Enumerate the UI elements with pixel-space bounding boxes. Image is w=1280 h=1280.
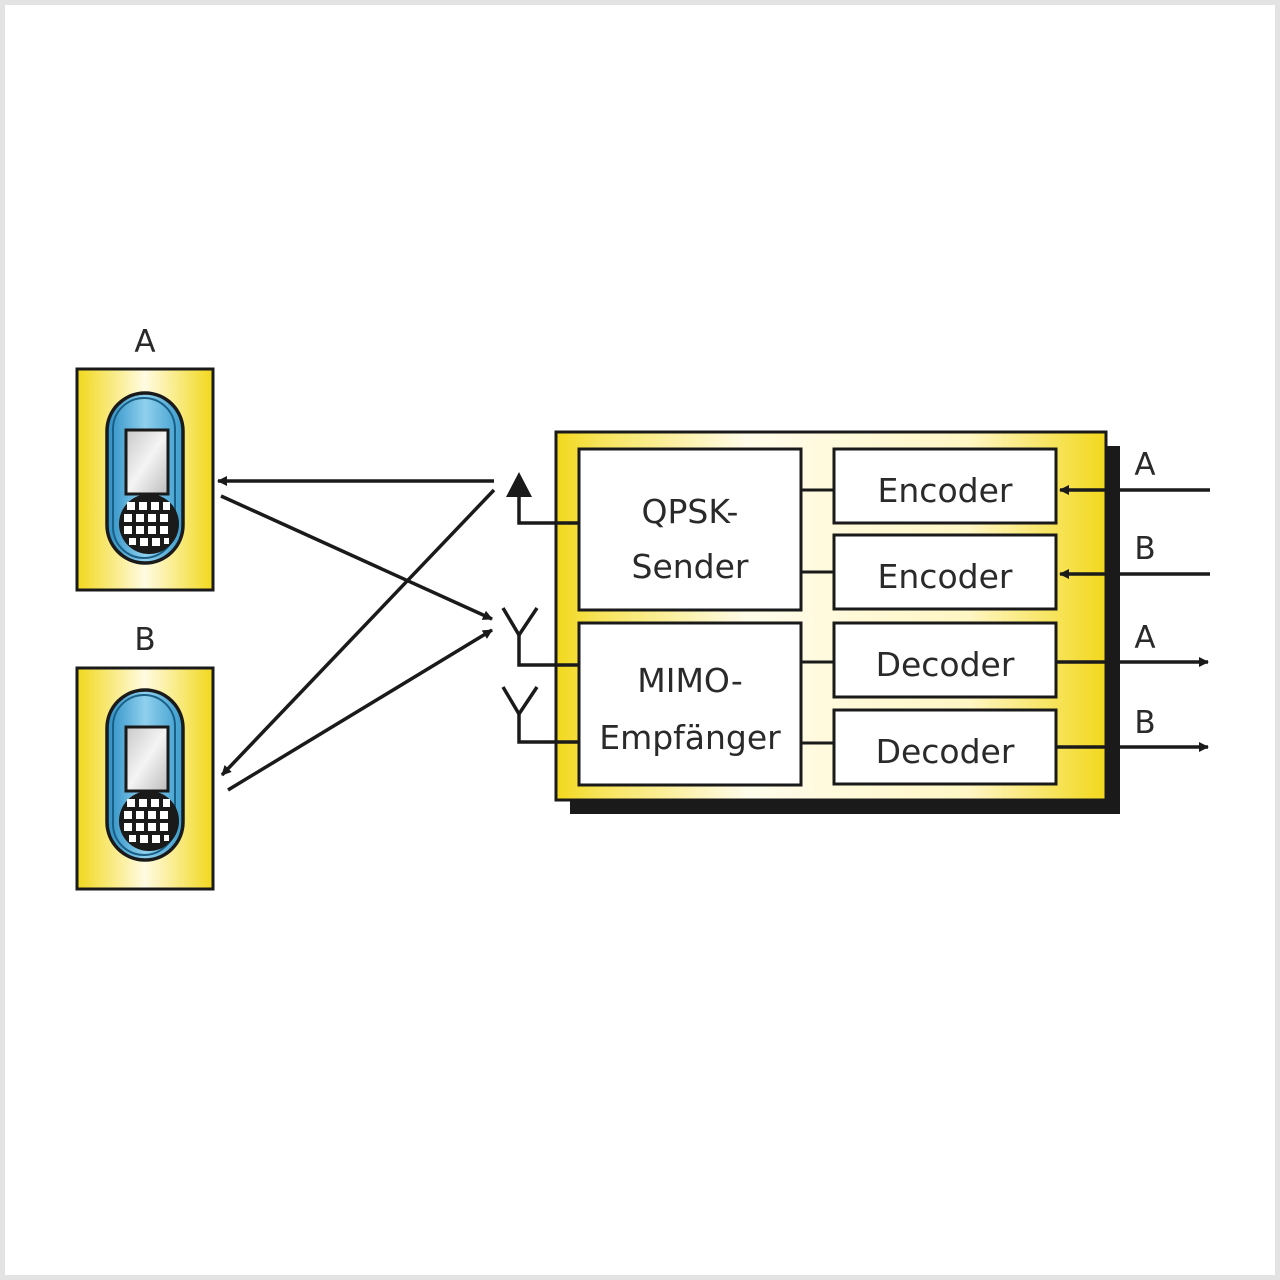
antennas [501,472,579,744]
output-a-label: A [1134,620,1155,656]
qpsk-sender-line2: Sender [632,547,749,586]
decoder-a-label: Decoder [876,645,1015,684]
internal-connectors [801,488,834,745]
phone-a: A [75,324,215,592]
radio-links [217,476,496,792]
encoder-b-label: Encoder [878,557,1013,596]
link-tx-to-phone-b [220,488,496,777]
transceiver-unit: QPSK- Sender MIMO- Empfänger Encoder Enc… [554,430,1120,814]
mimo-receiver-line1: MIMO- [637,661,742,700]
link-phone-a-to-rx [220,494,493,621]
decoder-b-label: Decoder [876,732,1015,771]
mobile-phone-icon [105,688,185,862]
keypad [119,791,179,851]
keypad [119,494,179,554]
encoder-a-block [832,447,1058,525]
rx-antenna-1-icon [501,607,579,667]
phone-b: B [75,622,215,891]
mobile-phone-icon [105,391,185,565]
mimo-receiver-line2: Empfänger [599,718,781,757]
input-a-label: A [1134,447,1155,483]
mimo-receiver-block [577,621,803,787]
input-b-label: B [1134,531,1155,567]
link-phone-b-to-rx [227,628,493,792]
phone-b-label: B [134,622,155,658]
external-io [1056,485,1210,752]
tx-antenna-icon [506,472,579,525]
decoder-a-block [832,621,1058,699]
rx-antenna-2-icon [501,686,579,744]
output-b-label: B [1134,705,1155,741]
phone-a-label: A [134,324,155,360]
qpsk-sender-block [577,447,803,612]
decoder-b-block [832,708,1058,786]
encoder-a-label: Encoder [878,471,1013,510]
qpsk-sender-line1: QPSK- [642,492,739,531]
